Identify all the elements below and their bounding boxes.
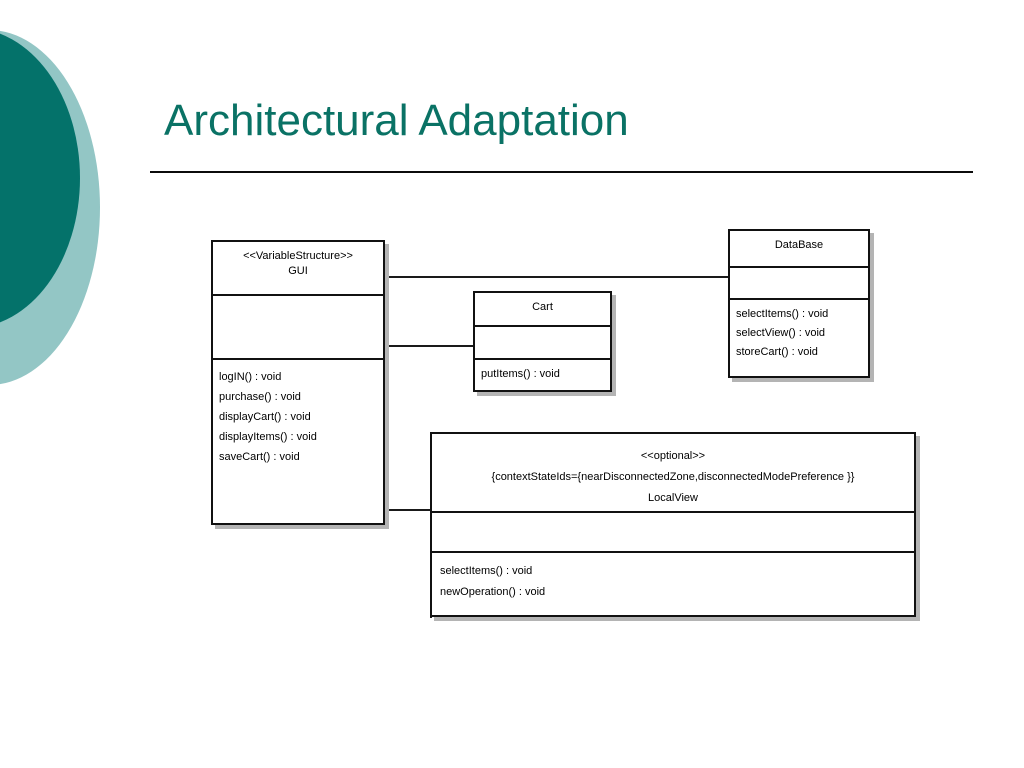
title-divider (150, 171, 973, 173)
uml-operation: displayItems() : void (219, 431, 317, 443)
uml-class-cart-attributes (475, 325, 610, 358)
uml-class-localview-stereotype: <<optional>> (640, 450, 706, 462)
uml-class-cart-name: Cart (532, 301, 553, 313)
uml-class-gui-name: GUI (288, 265, 308, 277)
association-gui-database (385, 276, 730, 278)
uml-operation: logIN() : void (219, 371, 282, 383)
uml-operation: selectView() : void (736, 327, 826, 339)
uml-operation: storeCart() : void (736, 346, 818, 358)
uml-class-gui[interactable]: <<VariableStructure>> GUI logIN() : void… (211, 240, 385, 525)
uml-operation: selectItems() : void (440, 565, 533, 577)
uml-class-database-operations: selectItems() : void selectView() : void… (730, 298, 868, 376)
uml-class-gui-attributes (213, 294, 383, 358)
uml-class-cart[interactable]: Cart putItems() : void (473, 291, 612, 392)
uml-class-database-header: DataBase (730, 231, 868, 266)
uml-class-cart-operations: putItems() : void (475, 358, 610, 390)
uml-class-localview-constraint: {contextStateIds={nearDisconnectedZone,d… (491, 471, 855, 483)
uml-operation: putItems() : void (481, 368, 560, 380)
uml-class-localview[interactable]: <<optional>> {contextStateIds={nearDisco… (430, 432, 916, 617)
association-gui-localview (385, 509, 432, 511)
uml-class-localview-attributes (432, 511, 914, 551)
uml-class-gui-header: <<VariableStructure>> GUI (213, 242, 383, 294)
uml-class-localview-operations: selectItems() : void newOperation() : vo… (432, 551, 914, 615)
uml-operation: newOperation() : void (440, 586, 546, 598)
uml-class-database-attributes (730, 266, 868, 298)
association-gui-cart (385, 345, 475, 347)
uml-operation: selectItems() : void (736, 308, 829, 320)
uml-class-database[interactable]: DataBase selectItems() : void selectView… (728, 229, 870, 378)
uml-class-localview-name: LocalView (648, 492, 698, 504)
uml-class-localview-header: <<optional>> {contextStateIds={nearDisco… (432, 434, 914, 511)
uml-operation: saveCart() : void (219, 451, 300, 463)
uml-operation: purchase() : void (219, 391, 301, 403)
uml-operation: displayCart() : void (219, 411, 311, 423)
uml-class-database-name: DataBase (774, 239, 824, 251)
uml-class-cart-header: Cart (475, 293, 610, 325)
uml-class-gui-stereotype: <<VariableStructure>> (243, 250, 353, 262)
uml-class-gui-operations: logIN() : void purchase() : void display… (213, 358, 383, 523)
page-title: Architectural Adaptation (164, 96, 629, 145)
